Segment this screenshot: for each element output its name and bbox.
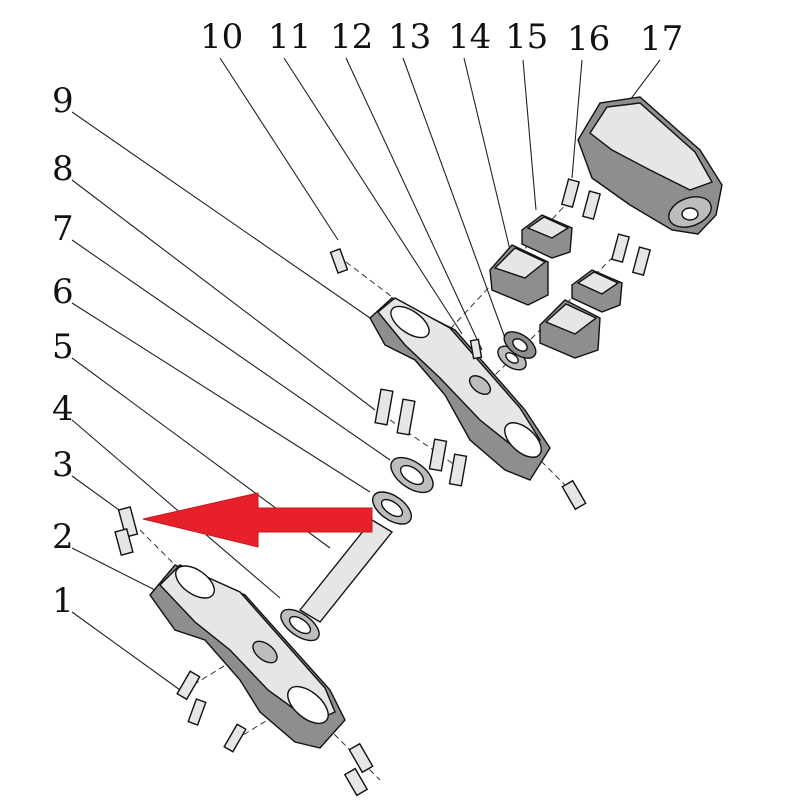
lower-triple-clamp <box>149 564 346 749</box>
callout-2: 2 <box>52 517 74 557</box>
bolt-1c <box>223 723 247 753</box>
bolt-3b <box>114 527 134 557</box>
callout-9: 9 <box>52 81 74 121</box>
leader-10 <box>219 57 339 241</box>
callout-8: 8 <box>52 149 74 189</box>
callout-3: 3 <box>52 445 74 485</box>
callout-14: 14 <box>448 17 491 57</box>
riser-lower-14b <box>539 299 601 359</box>
bolt-1b <box>187 698 207 726</box>
leader-3 <box>71 475 127 516</box>
leader-13 <box>402 57 506 339</box>
callout-4: 4 <box>52 389 74 429</box>
leader-17 <box>629 59 661 101</box>
leader-lines <box>71 57 661 691</box>
callout-11: 11 <box>268 17 311 57</box>
leader-11 <box>283 57 463 335</box>
bolts <box>114 248 587 797</box>
callout-16: 16 <box>567 19 610 59</box>
bearing-6 <box>390 456 434 494</box>
callout-15: 15 <box>505 17 548 57</box>
upper-triple-clamp <box>369 297 551 481</box>
leader-14 <box>463 57 511 251</box>
callout-6: 6 <box>52 272 74 312</box>
bolt-lower-right-b <box>343 767 369 797</box>
leader-12 <box>345 57 483 351</box>
leader-15 <box>522 59 537 211</box>
bolt-11 <box>469 338 483 360</box>
leader-16 <box>571 59 583 179</box>
leader-6 <box>71 302 371 493</box>
callout-12: 12 <box>330 17 373 57</box>
clamp-upper-15b <box>571 269 623 313</box>
callout-labels: 1 2 3 4 5 6 7 8 9 10 11 12 13 14 15 16 1… <box>52 17 683 621</box>
bolt-3a <box>117 506 139 538</box>
bolt-7a <box>428 438 448 472</box>
riser-lower-14 <box>489 244 549 306</box>
callout-7: 7 <box>52 209 74 249</box>
red-pointer-arrow <box>142 492 373 548</box>
leader-7 <box>71 239 391 461</box>
leader-8 <box>71 179 376 411</box>
leader-4 <box>71 419 281 599</box>
bolt-upper-right <box>561 479 587 511</box>
handlebar-pad-17 <box>577 96 723 235</box>
bearing-5 <box>372 491 412 525</box>
callout-5: 5 <box>52 327 74 367</box>
leader-2 <box>71 547 156 591</box>
bolt-8a <box>374 388 394 426</box>
steering-stem <box>280 519 394 642</box>
bolt-1a <box>176 670 201 701</box>
leader-9 <box>71 111 371 319</box>
callout-1: 1 <box>52 581 74 621</box>
callout-17: 17 <box>640 19 683 59</box>
bolt-10 <box>329 248 349 274</box>
callout-13: 13 <box>388 17 431 57</box>
bolt-lower-right-a <box>348 742 374 774</box>
leader-1 <box>71 611 181 691</box>
bolt-8b <box>396 398 416 436</box>
callout-10: 10 <box>200 17 243 57</box>
bolt-7b <box>448 453 468 487</box>
clamp-upper-15 <box>521 214 573 259</box>
clamp-bolts-16 <box>560 178 652 276</box>
washer-13 <box>503 331 537 359</box>
